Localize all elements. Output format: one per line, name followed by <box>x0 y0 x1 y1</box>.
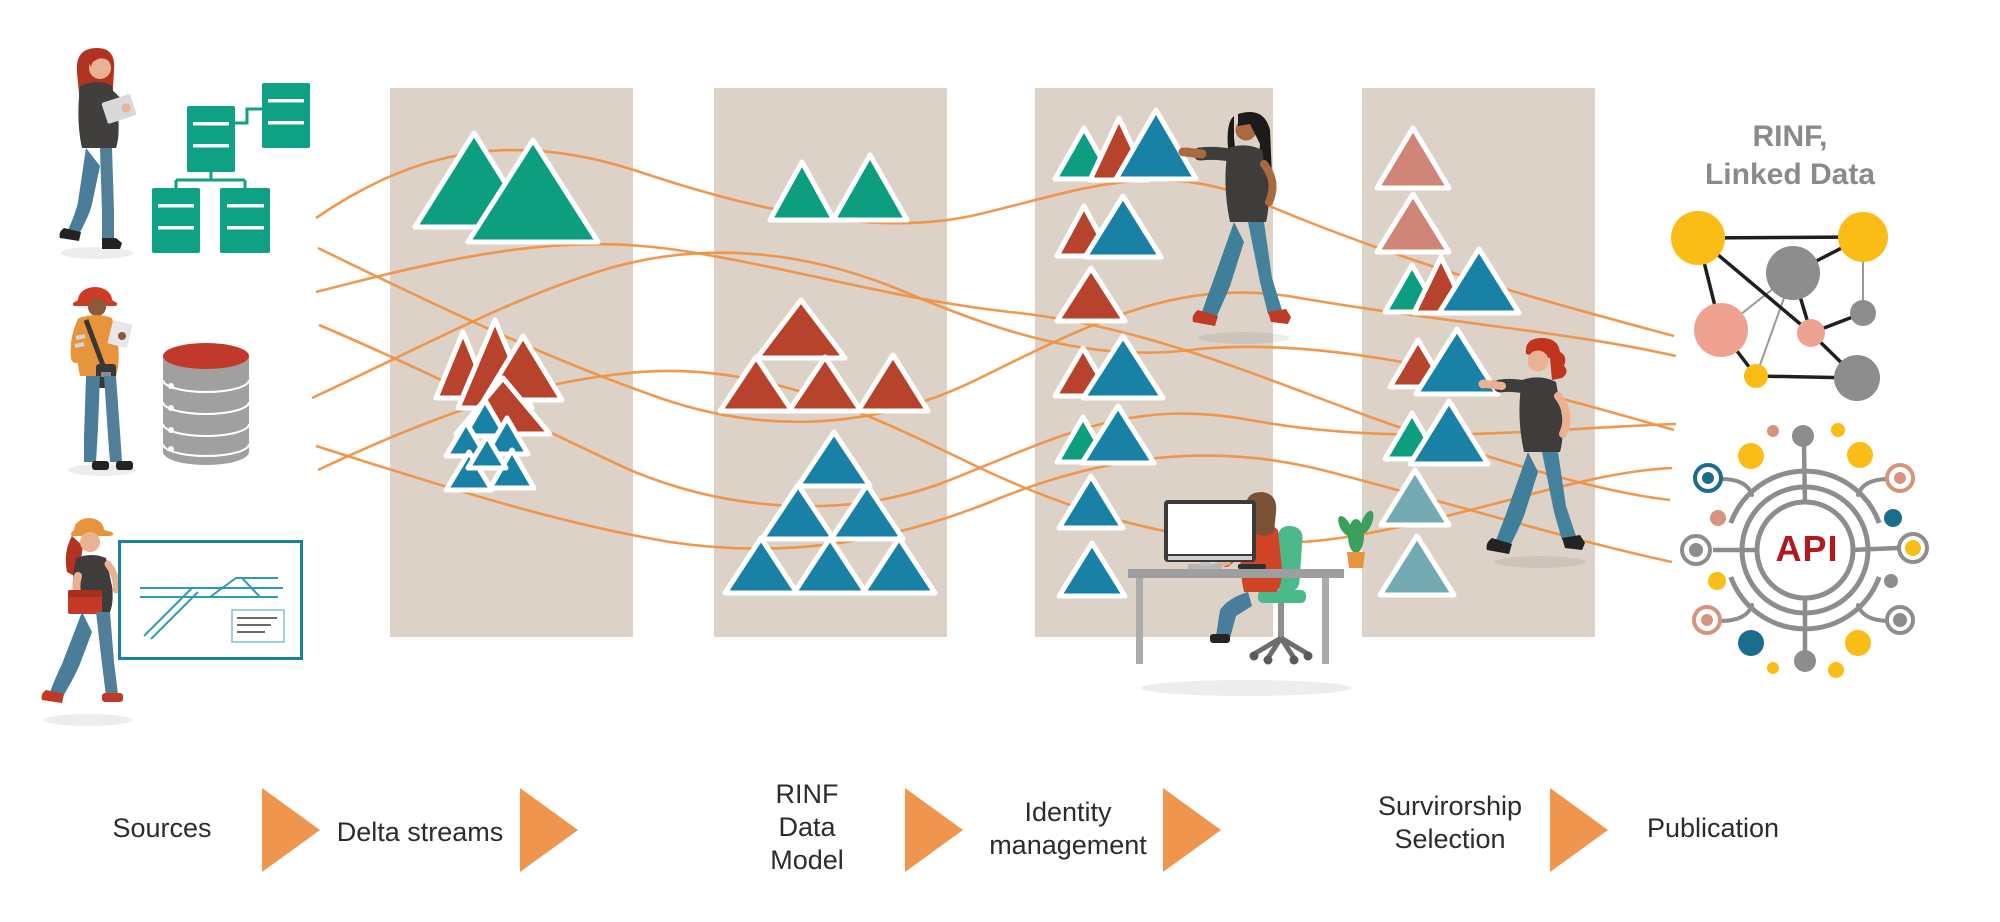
shoe <box>41 690 64 703</box>
api-scatter-dot <box>1708 572 1726 590</box>
api-scatter-dot <box>1738 630 1764 656</box>
stage-label-rinf-data-model: RINF Data Model <box>770 779 844 875</box>
shoe <box>116 461 133 470</box>
keyboard <box>1238 564 1266 569</box>
graph-node <box>1766 246 1820 300</box>
api-scatter-dot <box>1884 509 1902 527</box>
leg <box>68 148 100 234</box>
shoe <box>102 693 123 702</box>
flow-arrow <box>1163 788 1221 872</box>
api-ring <box>1739 484 1871 616</box>
shoe <box>59 228 81 241</box>
api-scatter-dot <box>1767 425 1779 437</box>
graph-edge <box>1697 235 1864 240</box>
api-scatter-dot <box>1847 442 1873 468</box>
torso <box>1519 377 1563 452</box>
graph-node <box>1797 319 1825 347</box>
tablet <box>101 94 137 124</box>
shoe <box>92 461 109 470</box>
stage-label-publication: Publication <box>1646 813 1780 843</box>
api-spoke <box>1850 545 1899 553</box>
panel-delta-streams <box>390 88 633 637</box>
linked-data-title: RINF, Linked Data <box>1704 120 1876 191</box>
person-field-engineer <box>41 518 132 726</box>
graph-node <box>1694 303 1748 357</box>
leg <box>100 148 114 238</box>
api-terminal-dot <box>1905 540 1921 556</box>
track-schematic <box>118 540 303 660</box>
leg <box>1496 452 1538 546</box>
graph-node <box>1744 364 1768 388</box>
er-diagram <box>152 83 310 253</box>
api-scatter-dot <box>1831 423 1845 437</box>
api-scatter-dot <box>1884 574 1898 588</box>
monitor <box>1164 500 1256 569</box>
api-scatter-dot <box>1767 662 1779 674</box>
desk-scene <box>1128 492 1374 696</box>
person-surveyor <box>68 287 136 476</box>
head <box>1527 350 1549 372</box>
api-ring <box>1754 499 1856 601</box>
api-terminal-dot <box>1893 613 1907 627</box>
api-terminal-dot <box>1794 650 1816 672</box>
graph-node <box>1838 212 1888 262</box>
api-label: API <box>1775 528 1839 569</box>
stage-label-sources: Sources <box>112 813 212 843</box>
person-pointing-woman <box>1178 112 1291 344</box>
head <box>80 532 100 552</box>
stage-label-survivorship-selection: Survirorship Selection <box>1377 791 1523 854</box>
api-scatter-dot <box>1845 630 1871 656</box>
shoe <box>1210 634 1230 643</box>
head <box>89 57 111 79</box>
api-spoke <box>1801 445 1808 505</box>
database-cylinder <box>162 343 250 465</box>
person-analyst <box>59 48 137 259</box>
db-top <box>163 343 249 369</box>
flow-arrow <box>520 788 578 872</box>
desk <box>1128 569 1344 664</box>
api-ring-arc <box>1728 576 1882 632</box>
api-scatter-dot <box>1710 510 1726 526</box>
api-terminal-dot <box>1894 472 1906 484</box>
leg <box>1202 222 1244 318</box>
network-graph <box>1671 211 1888 401</box>
graph-node <box>1834 355 1880 401</box>
cap <box>70 518 114 536</box>
torso <box>1225 145 1269 222</box>
leg <box>1542 452 1576 540</box>
panel-rinf-data-model <box>714 88 947 637</box>
api-hub <box>1680 423 1929 678</box>
flow-arrow <box>905 788 963 872</box>
api-terminal-dot <box>1702 472 1714 484</box>
cactus-plant <box>1338 510 1374 568</box>
stage-label-delta-streams: Delta streams <box>336 817 504 847</box>
flow-arrow <box>262 788 320 872</box>
hard-hat <box>72 287 118 306</box>
api-terminal-dot <box>1701 614 1713 626</box>
flow-arrow <box>1550 788 1608 872</box>
leg <box>50 612 92 698</box>
leg <box>84 376 100 462</box>
api-scatter-dot <box>1738 443 1764 469</box>
graph-node <box>1671 211 1725 265</box>
api-ring-arc <box>1728 468 1882 524</box>
api-terminal-dot <box>1792 425 1814 447</box>
leg <box>1248 222 1282 314</box>
leg <box>104 376 122 462</box>
bag-strap <box>83 319 107 369</box>
leg <box>96 612 118 696</box>
stage-label-identity-management: Identity management <box>989 797 1147 860</box>
leg <box>1216 592 1252 638</box>
api-terminal-dot <box>1689 543 1703 557</box>
api-scatter-dot <box>1828 662 1844 678</box>
shoe <box>102 238 122 249</box>
graph-node <box>1850 300 1876 326</box>
head <box>88 298 106 316</box>
person-pointing-man <box>1478 338 1586 568</box>
